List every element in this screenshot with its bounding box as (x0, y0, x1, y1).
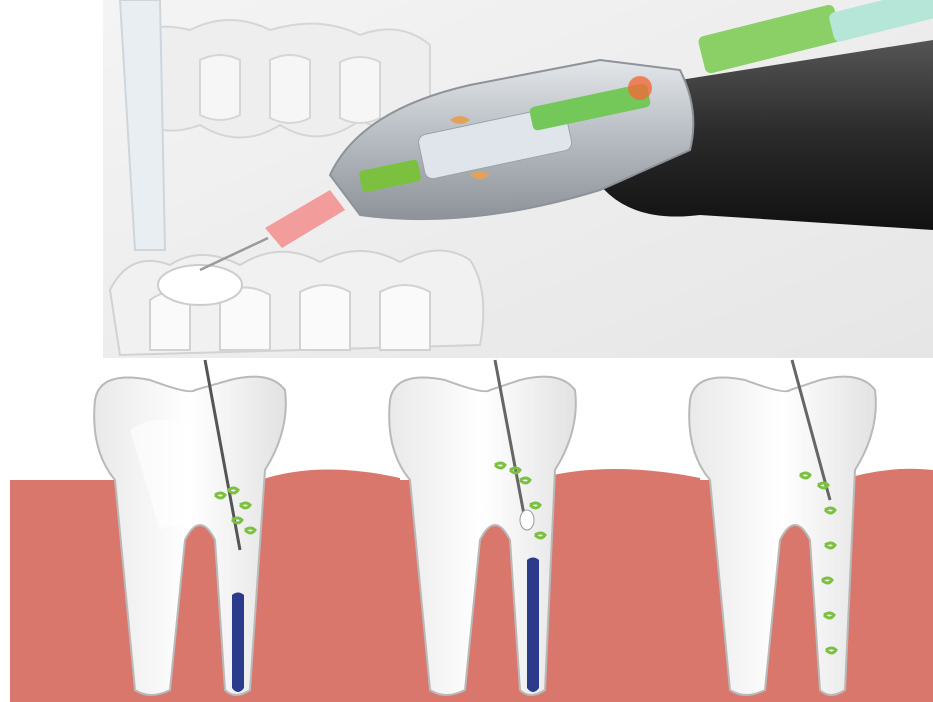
canal-fluid (527, 558, 539, 693)
lower-teeth (110, 250, 483, 355)
rubber-dam-clamp (158, 265, 242, 305)
needle-tip-bubble (520, 510, 534, 530)
canal-fluid (232, 593, 244, 693)
handpiece-photo-panel (103, 0, 933, 358)
